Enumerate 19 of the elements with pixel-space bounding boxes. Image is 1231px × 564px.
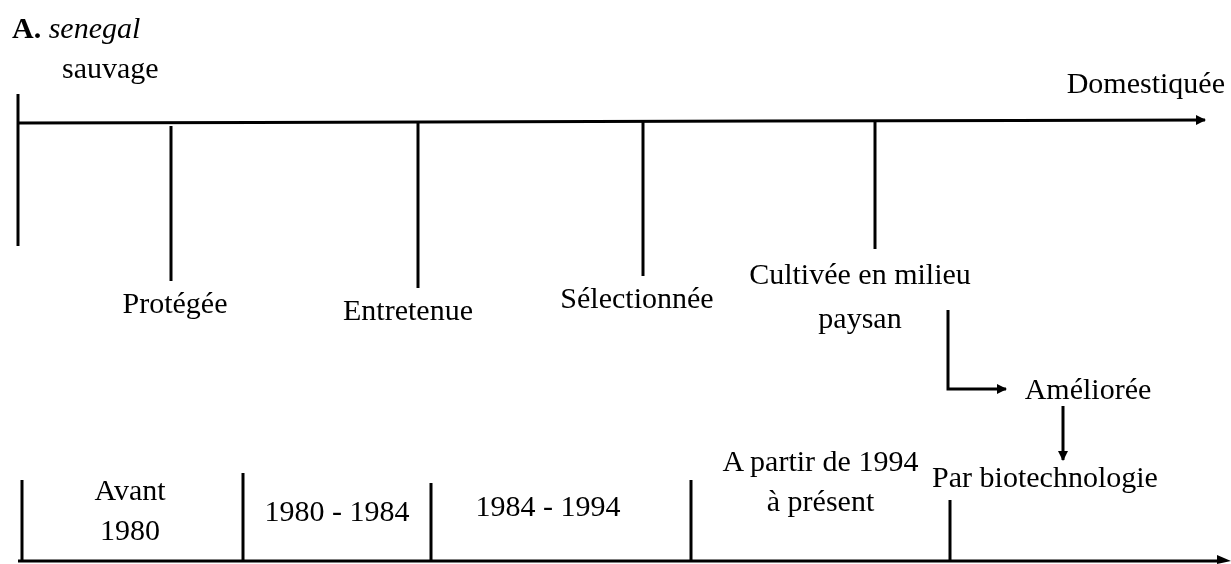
stage-label: Protégée (95, 284, 255, 322)
stage-label: Cultivée en milieu paysan (742, 252, 978, 340)
stage-label: Domestiquée (1045, 64, 1225, 118)
arrow (1058, 406, 1068, 461)
stage-label: Par biotechnologie (925, 458, 1165, 496)
stage-label: Améliorée (1008, 370, 1168, 408)
arrow (946, 310, 1007, 394)
period-label: Avant 1980 (93, 472, 167, 548)
stage-label: A. senegal sauvage (12, 8, 182, 88)
period-label: 1980 - 1984 (263, 493, 411, 529)
leader-line (416, 123, 420, 288)
stage-label: Sélectionnée (542, 279, 732, 317)
leader-line (641, 122, 645, 276)
stage-label: Entretenue (323, 291, 493, 329)
leader-line (873, 120, 877, 249)
period-label: A partir de 1994 à présent (721, 443, 920, 519)
arrow (18, 115, 1206, 125)
period-label: 1984 - 1994 (474, 488, 622, 524)
leader-line (169, 126, 173, 281)
